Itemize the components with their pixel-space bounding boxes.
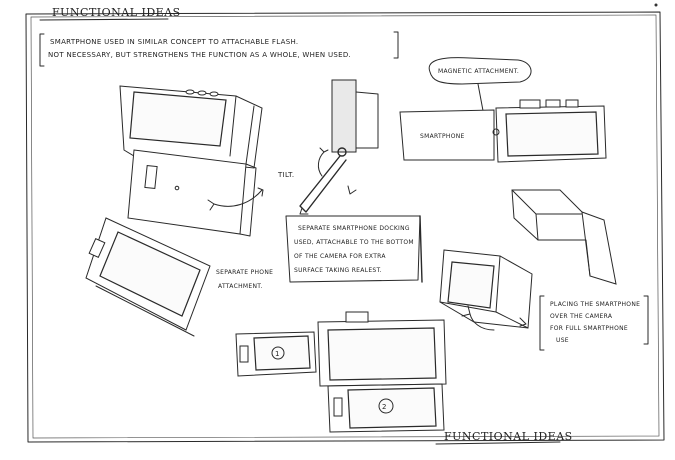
- place-line-1: PLACING THE SMARTPHONE: [550, 301, 640, 308]
- sep-line-1: SEPARATE SMARTPHONE DOCKING: [298, 225, 410, 232]
- place-line-2: OVER THE CAMERA: [550, 313, 613, 320]
- place-line-3: FOR FULL SMARTPHONE: [550, 325, 628, 332]
- sketch-camera-tilt: [119, 85, 264, 237]
- intro-line-1: SMARTPHONE USED IN SIMILAR CONCEPT TO AT…: [50, 38, 298, 46]
- sketch-separate-phone: SEPARATE PHONE ATTACHMENT.: [85, 217, 273, 337]
- placing-box: PLACING THE SMARTPHONE OVER THE CAMERA F…: [539, 295, 649, 351]
- separate-dock-box: SEPARATE SMARTPHONE DOCKING USED, ATTACH…: [285, 215, 423, 283]
- sketch-magnetic: MAGNETIC ATTACHMENT. SMARTPHONE: [399, 57, 607, 163]
- title-bottom-text: FUNCTIONAL IDEAS: [444, 430, 573, 443]
- title-top-text: FUNCTIONAL IDEAS: [52, 6, 181, 19]
- intro-box: SMARTPHONE USED IN SIMILAR CONCEPT TO AT…: [39, 31, 399, 67]
- sep-line-2: USED, ATTACHABLE TO THE BOTTOM: [294, 239, 414, 246]
- sketch-docking-box: [439, 249, 533, 331]
- title-top: FUNCTIONAL IDEAS: [39, 6, 181, 21]
- tilt-label: TILT.: [277, 171, 294, 179]
- sep-line-3: OF THE CAMERA FOR EXTRA: [294, 253, 386, 260]
- sep-line-4: SURFACE TAKING REALEST.: [294, 267, 382, 274]
- title-bottom: FUNCTIONAL IDEAS: [435, 430, 573, 445]
- sketch-exploded: 1 2: [235, 311, 447, 433]
- num-2: 2: [382, 403, 387, 411]
- place-line-4: USE: [556, 337, 569, 344]
- intro-line-2: NOT NECESSARY, BUT STRENGTHENS THE FUNCT…: [48, 51, 351, 59]
- smartphone-label: SMARTPHONE: [420, 133, 465, 140]
- magnet-label: MAGNETIC ATTACHMENT.: [438, 68, 519, 75]
- page-frame: [25, 3, 665, 443]
- sketch-hinge-box: [511, 189, 617, 285]
- sep-phone-line-2: ATTACHMENT.: [218, 283, 263, 290]
- sketch-hinge-side: TILT.: [277, 79, 379, 215]
- sep-phone-line-1: SEPARATE PHONE: [216, 269, 273, 276]
- num-1: 1: [275, 350, 280, 358]
